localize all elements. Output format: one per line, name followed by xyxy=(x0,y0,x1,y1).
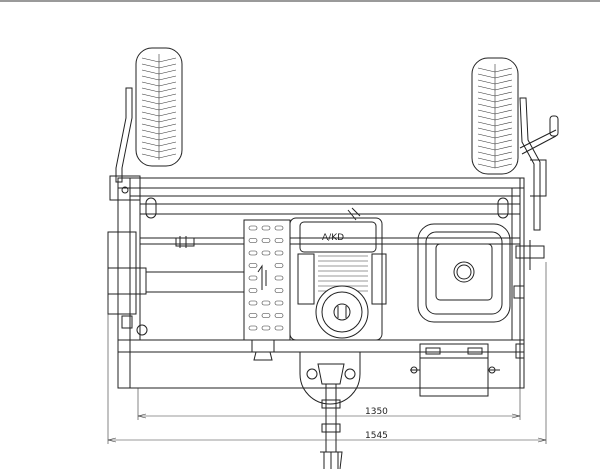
tow-bar xyxy=(320,383,343,469)
engine-brand-label: A/KD xyxy=(322,233,344,243)
left-wheel xyxy=(135,47,183,167)
right-side-fittings xyxy=(513,240,545,359)
right-wheel xyxy=(471,57,519,175)
belt-pulley-cover xyxy=(251,339,275,361)
dimension-label-1350: 1350 xyxy=(365,407,388,417)
right-crank-handle xyxy=(519,97,559,231)
fuel-tank xyxy=(417,223,511,323)
dimension-1545: 1545 xyxy=(107,262,547,444)
hitch-housing xyxy=(299,351,361,405)
battery-box xyxy=(410,343,500,397)
engine: A/KD xyxy=(289,207,387,341)
left-gearbox xyxy=(107,231,246,336)
dimension-label-1545: 1545 xyxy=(365,431,388,441)
dimension-1350: 1350 xyxy=(137,388,521,420)
top-frame-border xyxy=(0,0,600,2)
main-frame xyxy=(117,177,525,389)
belt-tensioner xyxy=(175,236,195,248)
perforated-guard-plate xyxy=(243,219,291,341)
